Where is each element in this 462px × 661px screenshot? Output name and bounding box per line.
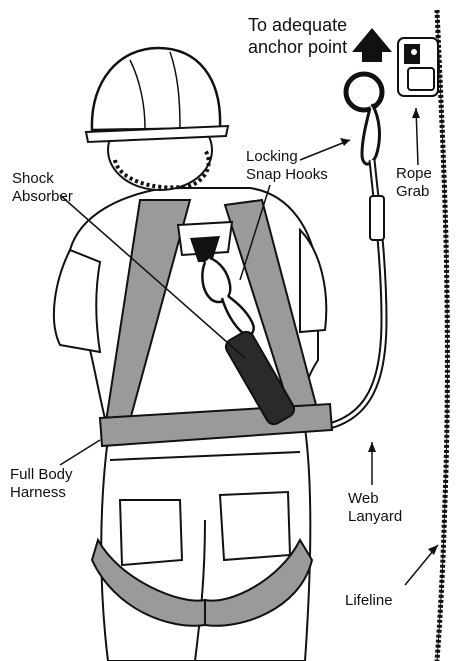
rope-grab-label: Rope Grab: [396, 165, 432, 201]
harness-label: Full Body Harness: [10, 466, 73, 502]
shock-absorber-label: Shock Absorber: [12, 170, 73, 206]
hard-hat: [92, 48, 220, 130]
anchor-point-label: To adequate anchor point: [248, 14, 347, 58]
up-arrow-icon: [352, 28, 392, 62]
rope-grab-device: [398, 38, 438, 96]
lifeline-label: Lifeline: [345, 592, 393, 610]
snap-hooks-label: Locking Snap Hooks: [246, 148, 328, 184]
upper-snap-hook: [362, 104, 379, 164]
anchor-ring: [346, 74, 382, 110]
worker-head: [86, 48, 228, 190]
web-lanyard-label: Web Lanyard: [348, 490, 402, 526]
